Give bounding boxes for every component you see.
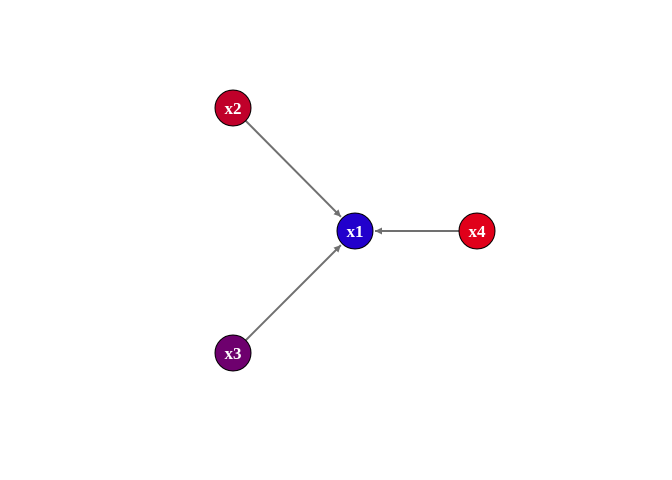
node-circle[interactable] bbox=[214, 334, 252, 372]
node-label: x1 bbox=[347, 222, 364, 241]
node-label: x2 bbox=[225, 99, 242, 118]
node-label: x3 bbox=[225, 344, 242, 363]
node-x4[interactable]: x4 bbox=[458, 212, 496, 250]
edge-x3-to-x1 bbox=[245, 244, 342, 341]
node-x1[interactable]: x1 bbox=[336, 212, 374, 250]
node-x3[interactable]: x3 bbox=[214, 334, 252, 372]
edge-x2-to-x1 bbox=[244, 120, 342, 218]
node-circle[interactable] bbox=[458, 212, 496, 250]
node-label: x4 bbox=[469, 222, 487, 241]
node-circle[interactable] bbox=[336, 212, 374, 250]
node-x2[interactable]: x2 bbox=[214, 89, 252, 127]
node-circle[interactable] bbox=[214, 89, 252, 127]
